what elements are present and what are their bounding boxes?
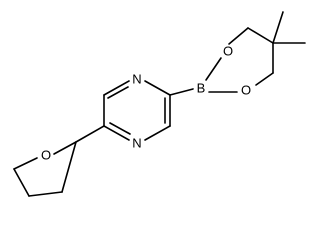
bond-c-b — [169, 88, 194, 96]
atom-n-top: N — [132, 71, 141, 86]
bond-thf-o-c5 — [13, 157, 38, 170]
bond-ring-e — [103, 125, 130, 141]
molecule-structure: N N B O O O — [13, 11, 306, 197]
bond-methyl-up — [272, 11, 284, 44]
atom-o-bottom: O — [241, 82, 251, 97]
atom-o-thf: O — [41, 147, 51, 162]
bond-thf-c4-c3 — [28, 191, 63, 197]
bond-thf-c3-c2 — [61, 141, 77, 193]
bond-o-top-ch2 — [228, 27, 249, 45]
bond-ring-b — [144, 80, 171, 96]
bond-ring-e-inner — [109, 122, 131, 135]
bond-thf-c5-c4 — [13, 168, 30, 197]
bond-ch2-o-bottom — [255, 72, 274, 86]
atom-n-bottom: N — [132, 135, 141, 150]
atom-o-top: O — [223, 43, 233, 58]
molecule-canvas: N N B O O O — [13, 11, 306, 197]
bond-ch2-cq-top — [247, 27, 274, 44]
bond-ring-a — [103, 80, 130, 96]
bond-ring-d — [144, 125, 171, 141]
bond-b-o-top — [205, 57, 222, 81]
bond-thf-c2-o — [53, 141, 77, 155]
atom-b: B — [197, 80, 206, 95]
bond-ring-a-inner — [107, 86, 129, 99]
bond-c-thf — [75, 125, 105, 143]
